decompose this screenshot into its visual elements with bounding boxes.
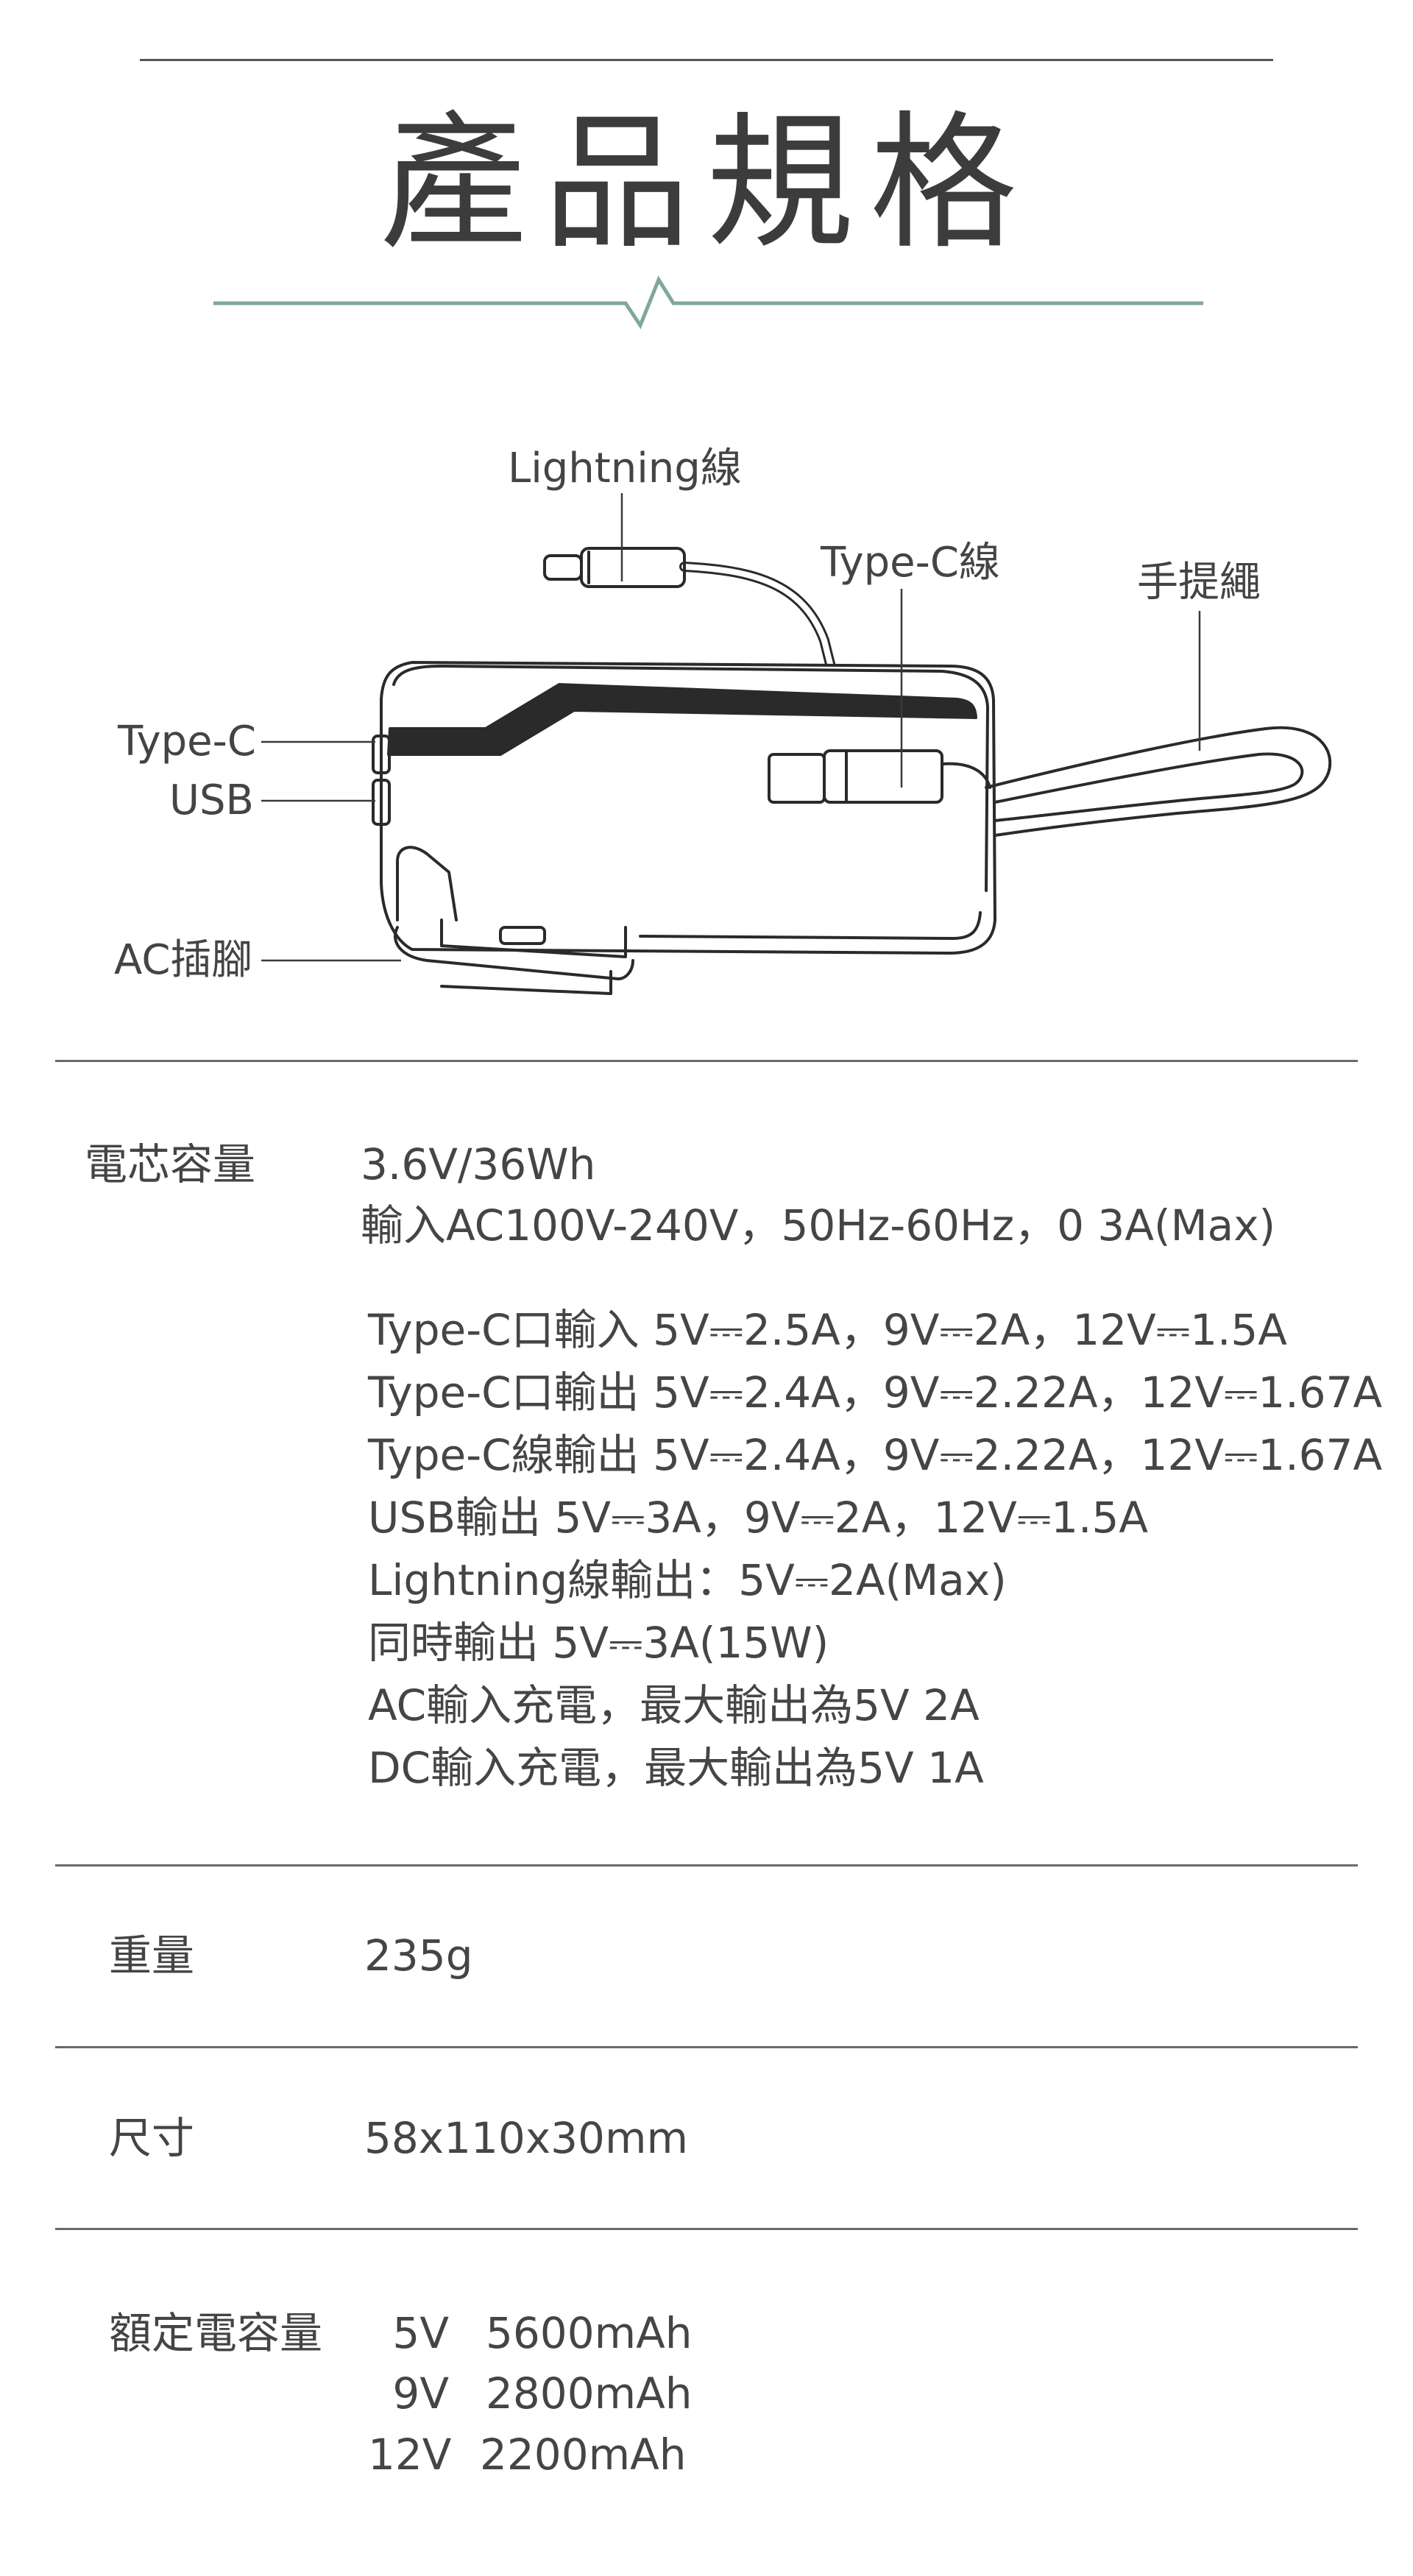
rated-voltage: 12V xyxy=(368,2430,452,2480)
spec-line: USB輸出 5V⎓3A，9V⎓2A，12V⎓1.5A xyxy=(368,1493,1149,1543)
spec-line: 3.6V/36Wh xyxy=(361,1139,596,1189)
rated-voltage: 9V xyxy=(392,2368,449,2418)
weight-value: 235g xyxy=(364,1931,473,1981)
callout-lightning-cable: Lightning線 xyxy=(508,445,742,492)
spec-line: 輸入AC100V-240V，50Hz-60Hz，0 3A(Max) xyxy=(361,1200,1276,1250)
section-divider xyxy=(55,1060,1358,1062)
rated-capacity: 2200mAh xyxy=(480,2430,687,2480)
callout-hand-strap: 手提繩 xyxy=(1137,559,1261,606)
rated-capacity: 2800mAh xyxy=(486,2368,693,2418)
size-label: 尺寸 xyxy=(109,2113,195,2163)
callout-typec-cable: Type-C線 xyxy=(821,539,1000,587)
hand-strap xyxy=(985,726,1332,837)
spec-line: Lightning線輸出：5V⎓2A(Max) xyxy=(368,1555,1007,1605)
callout-typec-port: Type-C xyxy=(118,718,256,765)
spec-line: Type-C口輸出 5V⎓2.4A，9V⎓2.22A，12V⎓1.67A xyxy=(368,1367,1383,1418)
lightning-connector xyxy=(543,547,686,588)
section-divider xyxy=(55,2046,1358,2048)
callout-usb-port: USB xyxy=(169,776,254,824)
rated-voltage: 5V xyxy=(392,2308,449,2358)
page-title: 產品規格 xyxy=(379,98,1033,269)
spec-line: 同時輸出 5V⎓3A(15W) xyxy=(368,1618,829,1668)
spec-line: Type-C口輸入 5V⎓2.5A，9V⎓2A，12V⎓1.5A xyxy=(368,1305,1287,1355)
typec-cable-slot xyxy=(768,749,991,804)
spec-line: DC輸入充電，最大輸出為5V 1A xyxy=(368,1743,984,1793)
spec-line: Type-C線輸出 5V⎓2.4A，9V⎓2.22A，12V⎓1.67A xyxy=(368,1430,1383,1480)
spec-line: AC輸入充電，最大輸出為5V 2A xyxy=(368,1680,980,1730)
top-divider xyxy=(140,59,1273,61)
size-value: 58x110x30mm xyxy=(364,2113,688,2163)
weight-label: 重量 xyxy=(109,1931,195,1981)
callout-ac-plug: AC插腳 xyxy=(114,936,253,984)
power-bank-diagram xyxy=(261,493,1332,995)
section-divider xyxy=(55,1864,1358,1866)
section-divider xyxy=(55,2228,1358,2230)
capacity-label: 電芯容量 xyxy=(85,1139,256,1189)
rated-capacity-label: 額定電容量 xyxy=(109,2308,323,2358)
rated-capacity: 5600mAh xyxy=(486,2308,693,2358)
title-underline-zigzag xyxy=(213,275,1203,330)
